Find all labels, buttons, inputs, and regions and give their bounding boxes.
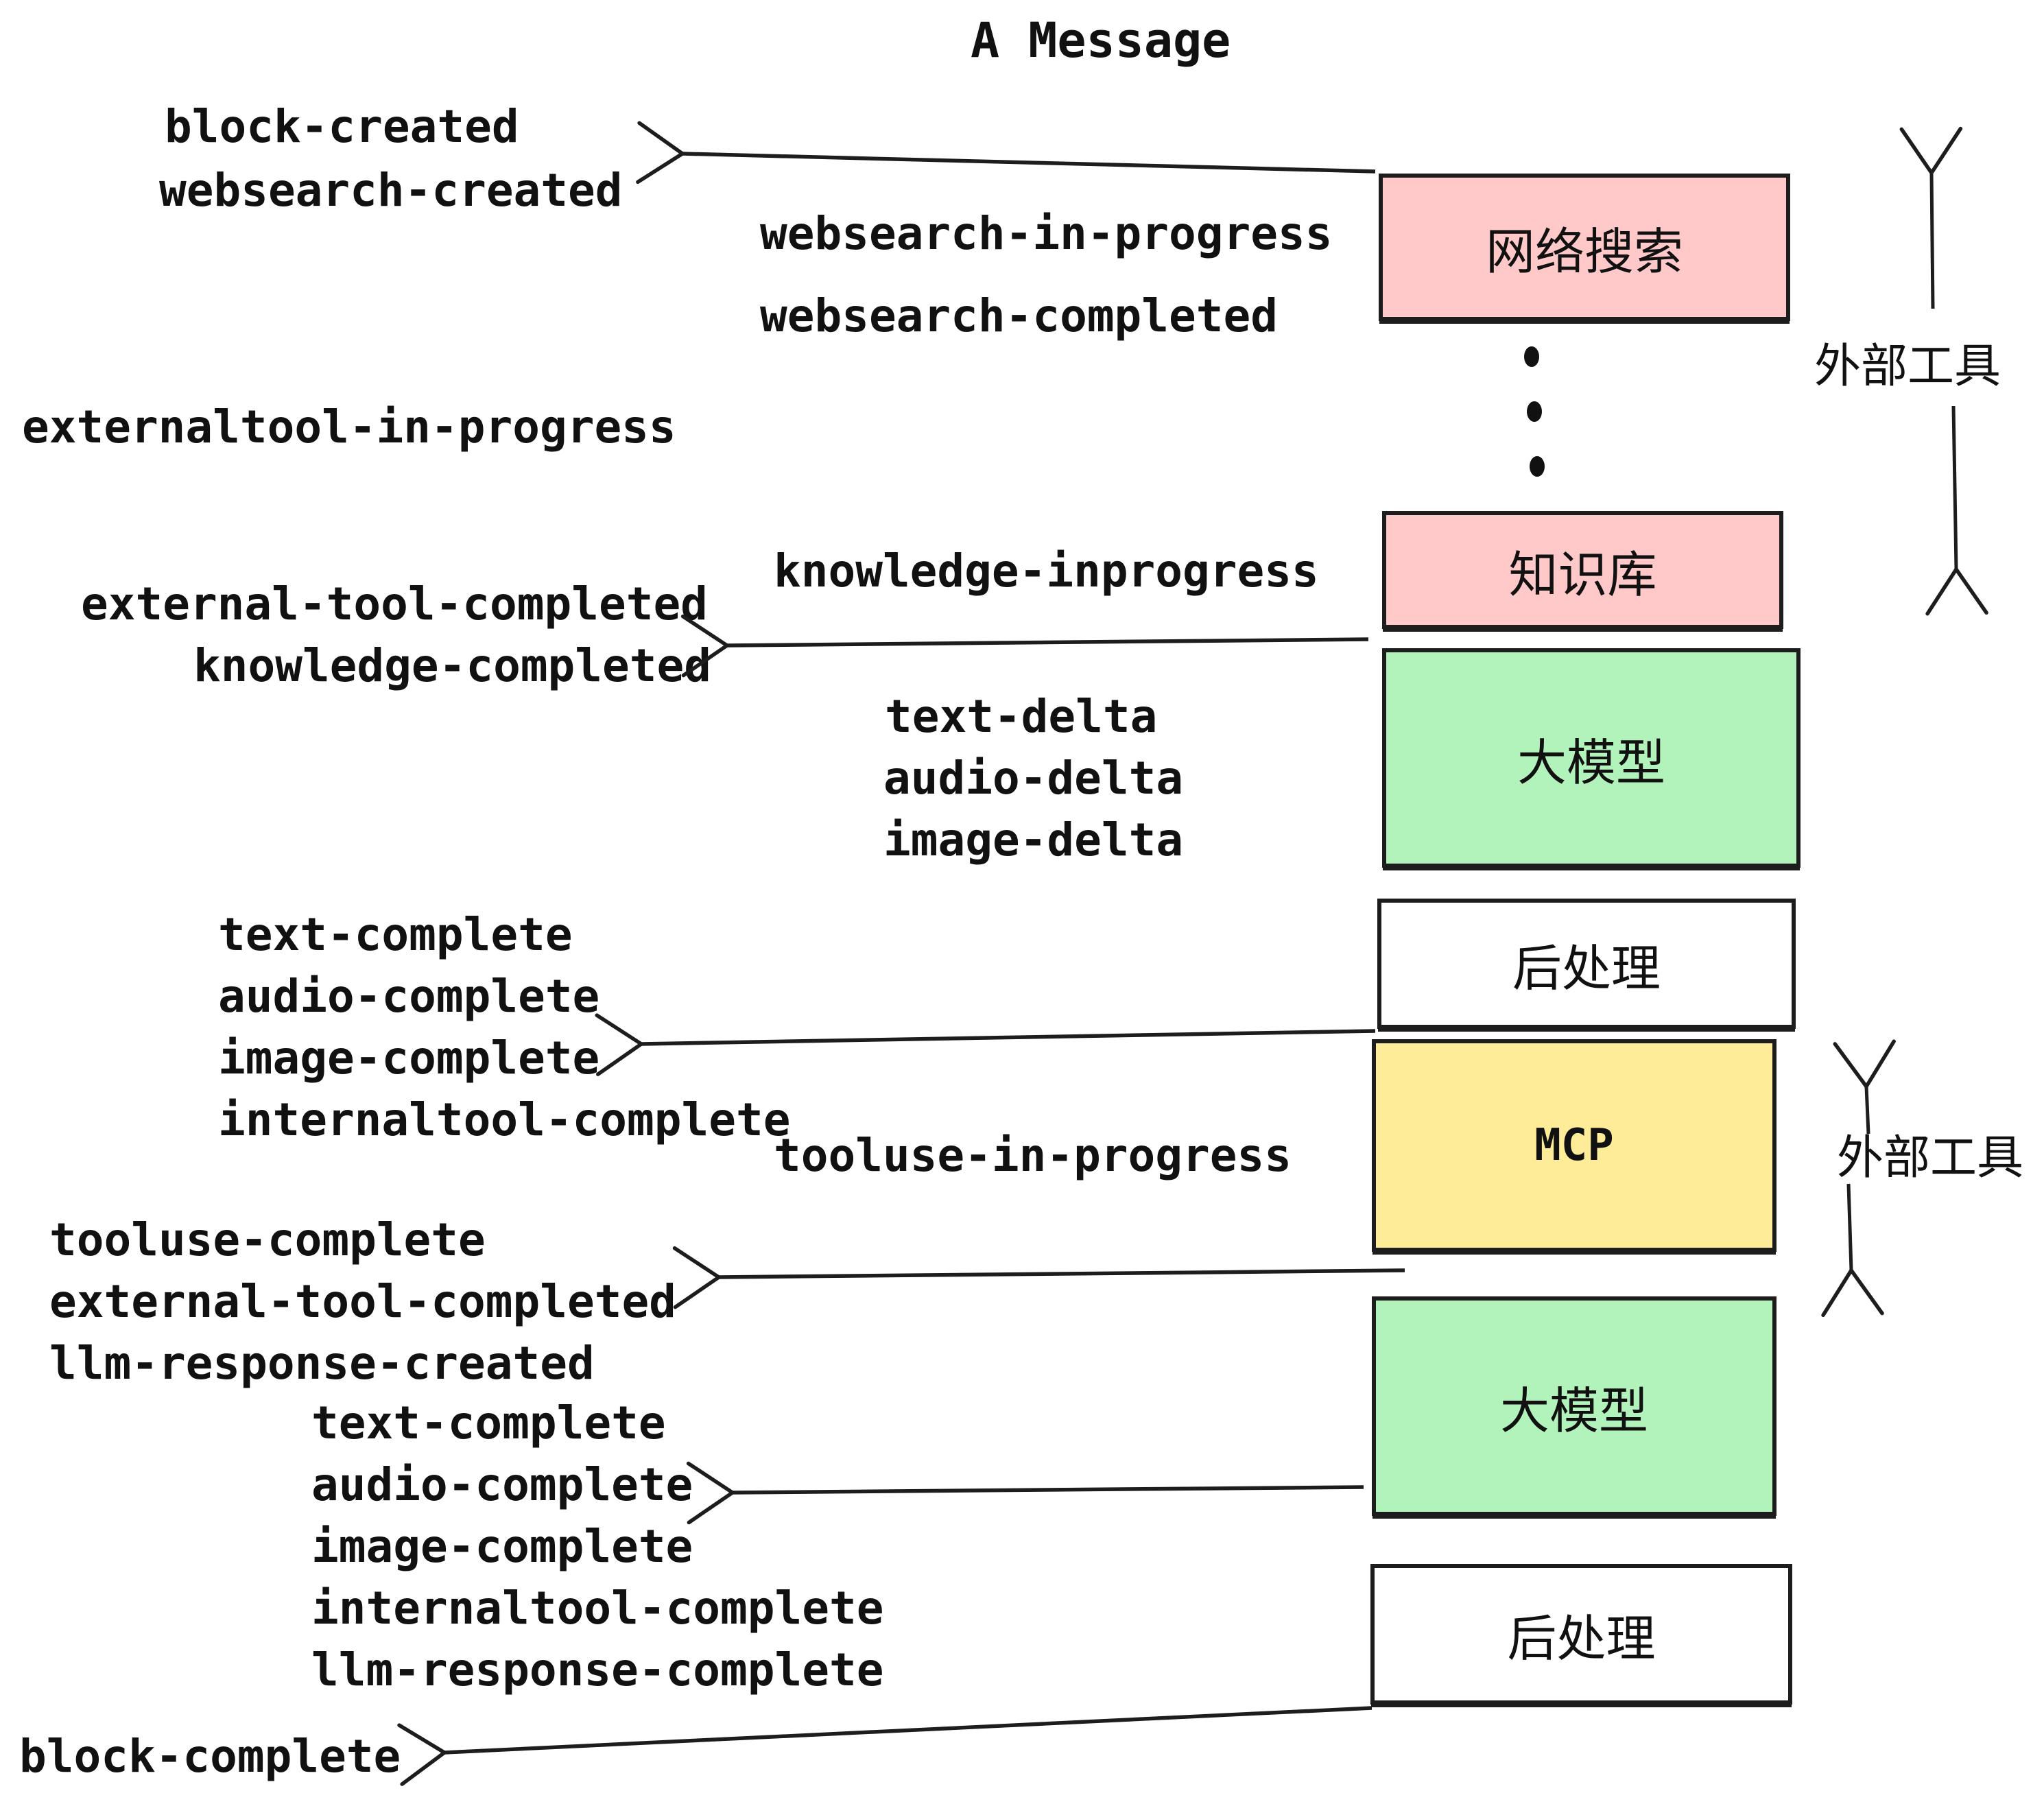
event-label-knowledge-inprogress: knowledge-inprogress: [774, 545, 1319, 597]
event-label-tooluse-in-progress: tooluse-in-progress: [774, 1129, 1292, 1182]
event-label-audio-delta: audio-delta: [883, 752, 1184, 805]
arrow-external-tools-1-up: [1899, 126, 1963, 309]
event-label-image-delta: image-delta: [883, 814, 1184, 866]
event-label-text-complete-2: text-complete: [311, 1397, 666, 1449]
event-label-websearch-in-progress: websearch-in-progress: [760, 207, 1333, 260]
event-label-llm-response-complete: llm-response-complete: [311, 1643, 884, 1696]
arrow-external-tools-2-down: [1821, 1183, 1884, 1318]
event-label-text-complete: text-complete: [218, 908, 573, 961]
event-label-internaltool-complete: internaltool-complete: [218, 1093, 791, 1146]
arrow-mcp-to-tooluse-complete: [672, 1246, 1405, 1309]
arrow-knowledge-to-completed: [680, 614, 1369, 678]
node-postprocess-2: 后处理: [1370, 1564, 1792, 1705]
node-websearch: 网络搜索: [1379, 174, 1790, 321]
event-label-external-tool-completed: external-tool-completed: [81, 578, 708, 630]
event-label-text-delta: text-delta: [885, 690, 1158, 743]
external-tools-label-1: 外部工具: [1814, 340, 2001, 394]
arrow-postprocess2-to-block-complete: [397, 1706, 1372, 1786]
node-llm-2: 大模型: [1372, 1296, 1776, 1516]
node-llm-1: 大模型: [1382, 648, 1801, 868]
arrow-websearch-to-created: [636, 121, 1376, 185]
node-postprocess-2-label: 后处理: [1507, 1610, 1656, 1667]
arrow-postprocess1-to-complete-list: [595, 1013, 1376, 1076]
ellipsis-dot: [1524, 346, 1539, 367]
event-label-block-created: block-created: [165, 100, 519, 153]
event-label-audio-complete-2: audio-complete: [311, 1458, 693, 1511]
node-llm-2-label: 大模型: [1499, 1381, 1648, 1440]
node-llm-1-label: 大模型: [1517, 733, 1665, 792]
arrow-external-tools-1-down: [1925, 405, 1988, 616]
node-knowledge: 知识库: [1382, 511, 1783, 629]
ellipsis-dot: [1527, 401, 1542, 422]
event-label-externaltool-in-progress: externaltool-in-progress: [22, 401, 676, 453]
node-mcp-label: MCP: [1534, 1120, 1614, 1171]
event-label-websearch-created: websearch-created: [159, 164, 623, 217]
arrow-llm2-to-audio-complete: [686, 1461, 1364, 1525]
event-label-llm-response-created: llm-response-created: [49, 1337, 595, 1390]
event-label-knowledge-completed: knowledge-completed: [193, 639, 711, 692]
node-postprocess-1-label: 后处理: [1512, 939, 1661, 997]
event-label-block-complete: block-complete: [19, 1730, 401, 1783]
node-websearch-label: 网络搜索: [1485, 223, 1683, 281]
event-label-websearch-completed: websearch-completed: [760, 289, 1278, 342]
event-label-internaltool-complete-2: internaltool-complete: [311, 1582, 884, 1635]
event-label-image-complete-2: image-complete: [311, 1520, 693, 1573]
event-label-external-tool-completed-2: external-tool-completed: [49, 1275, 676, 1328]
event-label-tooluse-complete: tooluse-complete: [49, 1213, 486, 1266]
node-mcp: MCP: [1372, 1039, 1776, 1252]
node-postprocess-1: 后处理: [1377, 899, 1796, 1029]
ellipsis-dot: [1530, 456, 1545, 477]
diagram-title: A Message: [971, 12, 1231, 69]
event-label-audio-complete: audio-complete: [218, 970, 600, 1023]
node-knowledge-label: 知识库: [1508, 545, 1657, 604]
event-label-image-complete: image-complete: [218, 1032, 600, 1084]
external-tools-label-2: 外部工具: [1837, 1131, 2024, 1185]
